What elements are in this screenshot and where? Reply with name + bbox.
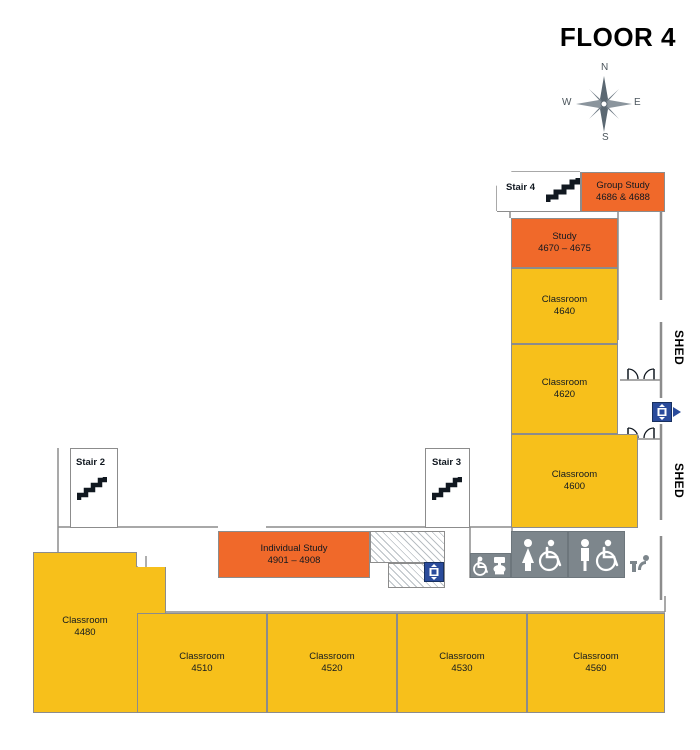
stairs-icon	[432, 477, 462, 500]
elevator-icon	[657, 404, 667, 420]
room-number: 4520	[321, 663, 343, 674]
room-name: Classroom	[541, 377, 588, 389]
accessible-restroom[interactable]	[470, 553, 511, 578]
stair-3-label: Stair 3	[432, 457, 462, 468]
room-name: Classroom	[309, 651, 355, 663]
compass-rose-graphic	[576, 76, 632, 132]
accessible-restroom-icon	[472, 556, 505, 576]
womens-restroom[interactable]	[511, 531, 568, 578]
room-name: Classroom	[179, 651, 225, 663]
elevator-central[interactable]	[424, 562, 444, 582]
room-group-study[interactable]: Group Study 4686 & 4688	[581, 172, 665, 212]
stairs-icon	[546, 178, 580, 202]
room-classroom-4510[interactable]: Classroom 4510	[137, 613, 267, 713]
room-study-4670[interactable]: Study 4670 – 4675	[511, 218, 618, 268]
room-classroom-4640[interactable]: Classroom 4640	[511, 268, 618, 344]
room-name: Classroom	[439, 651, 485, 663]
room-name: Classroom	[541, 294, 588, 306]
room-number: 4530	[451, 663, 473, 674]
room-number: 4670 – 4675	[538, 243, 591, 254]
mens-restroom-icon	[580, 538, 618, 571]
shed-label-lower: SHED	[672, 463, 686, 499]
compass-north-label: N	[601, 62, 609, 73]
drinking-fountain-icon	[630, 555, 649, 572]
stair-4-room[interactable]	[497, 172, 581, 212]
room-classroom-4620[interactable]: Classroom 4620	[511, 344, 618, 434]
mens-restroom[interactable]	[568, 531, 625, 578]
compass-rose: N S W E	[562, 62, 646, 146]
compass-east-label: E	[634, 97, 641, 108]
room-individual-study[interactable]: Individual Study 4901 – 4908	[218, 531, 370, 578]
compass-south-label: S	[602, 132, 609, 143]
room-number: 4686 & 4688	[596, 192, 650, 203]
room-name: Study	[552, 231, 577, 243]
room-name: Classroom	[62, 615, 108, 626]
room-classroom-4600[interactable]: Classroom 4600	[511, 434, 638, 528]
shed-label-upper: SHED	[672, 330, 686, 366]
room-number: 4480	[74, 626, 96, 638]
elevator-east[interactable]	[652, 402, 672, 422]
room-classroom-4480[interactable]: Classroom 4480	[33, 552, 137, 713]
room-classroom-4530[interactable]: Classroom 4530	[397, 613, 527, 713]
room-number: 4600	[563, 481, 586, 492]
room-name: Classroom	[573, 651, 619, 663]
room-number: 4640	[553, 306, 576, 317]
page-title: FLOOR 4	[559, 22, 676, 52]
stair-4-label: Stair 4	[506, 182, 536, 193]
room-number: 4901 – 4908	[267, 554, 321, 566]
room-number: 4560	[585, 663, 607, 674]
room-classroom-4560[interactable]: Classroom 4560	[527, 613, 665, 713]
stair-2-label: Stair 2	[76, 457, 106, 468]
room-name: Individual Study	[260, 542, 328, 554]
room-number: 4620	[553, 389, 576, 400]
room-name: Group Study	[596, 180, 650, 192]
mechanical-shaft-upper	[370, 531, 445, 563]
room-name: Classroom	[551, 469, 598, 481]
womens-restroom-icon	[521, 538, 561, 571]
compass-west-label: W	[562, 97, 572, 108]
elevator-direction-arrow-icon	[673, 407, 681, 417]
room-number: 4510	[191, 663, 213, 674]
room-classroom-4520[interactable]: Classroom 4520	[267, 613, 397, 713]
elevator-icon	[429, 564, 439, 580]
stairs-icon	[77, 477, 107, 500]
